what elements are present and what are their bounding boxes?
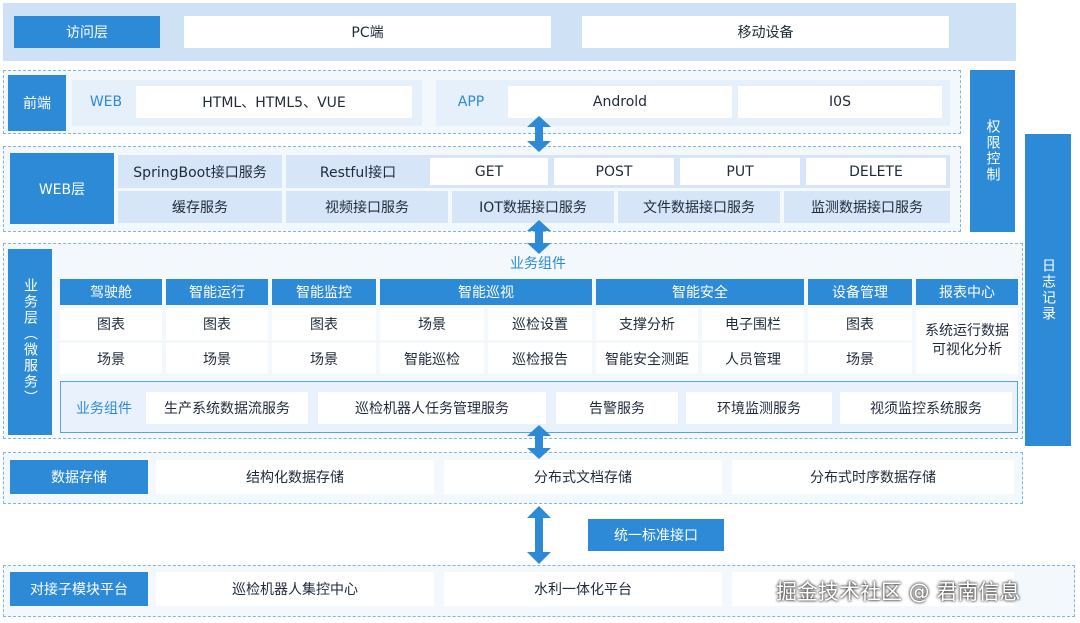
- method-delete: DELETE: [806, 158, 946, 185]
- docking-robot-control-center: 巡检机器人集控中心: [156, 572, 434, 606]
- file-data-interface-service: 文件数据接口服务: [618, 191, 780, 223]
- monitor-data-interface-service: 监测数据接口服务: [784, 191, 950, 223]
- iot-data-interface-service: IOT数据接口服务: [452, 191, 614, 223]
- module-smart-monitor-item: 图表: [272, 308, 376, 340]
- method-put: PUT: [680, 158, 800, 185]
- double-arrow-icon: [527, 220, 551, 254]
- frontend-web-label: WEB: [89, 94, 123, 110]
- docking-third-platform: [732, 572, 1014, 606]
- module-smart-patrol-item: 巡检设置: [488, 308, 592, 340]
- business-layer-side-label: 业务层（微服务）: [8, 249, 52, 435]
- storage-distributed-doc: 分布式文档存储: [444, 460, 722, 494]
- cache-service: 缓存服务: [118, 191, 282, 223]
- unified-interface-label: 统一标准接口: [588, 519, 724, 551]
- module-cockpit-item: 场景: [60, 343, 162, 374]
- component-env-monitor: 环境监测服务: [686, 392, 832, 424]
- module-smart-patrol-item: 巡检报告: [488, 343, 592, 374]
- module-smart-monitor-item: 场景: [272, 343, 376, 374]
- permission-control-label: 权限控制: [970, 70, 1015, 232]
- module-smart-monitor-header: 智能监控: [272, 279, 376, 305]
- watermark: 掘金技术社区 @ 君南信息: [776, 580, 1021, 604]
- module-cockpit-header: 驾驶舱: [60, 279, 162, 305]
- web-layer-label: WEB层: [10, 153, 114, 224]
- module-smart-safety-item: 智能安全测距: [596, 343, 698, 374]
- module-report-header: 报表中心: [916, 279, 1018, 305]
- log-record-label: 日志记录: [1025, 134, 1071, 446]
- storage-distributed-timeseries: 分布式时序数据存储: [732, 460, 1014, 494]
- module-smart-run-item: 场景: [166, 343, 268, 374]
- frontend-app-label: APP: [457, 94, 485, 110]
- method-post: POST: [554, 158, 674, 185]
- module-smart-patrol-item: 场景: [380, 308, 484, 340]
- module-smart-safety-item: 人员管理: [702, 343, 804, 374]
- business-components-label: 业务组件: [76, 401, 132, 417]
- access-pc: PC端: [184, 16, 551, 48]
- access-layer-label: 访问层: [14, 16, 160, 48]
- springboot-service: SpringBoot接口服务: [118, 155, 282, 188]
- component-video-monitor: 视须监控系统服务: [840, 392, 1012, 424]
- business-title: 业务组件: [510, 256, 566, 272]
- module-device-header: 设备管理: [808, 279, 912, 305]
- module-smart-safety-item: 支撑分析: [596, 308, 698, 340]
- video-interface-service: 视频接口服务: [286, 191, 448, 223]
- storage-label: 数据存储: [10, 460, 148, 494]
- module-smart-safety-header: 智能安全: [596, 279, 804, 305]
- method-get: GET: [430, 158, 548, 185]
- module-device-item: 场景: [808, 343, 912, 374]
- module-cockpit-item: 图表: [60, 308, 162, 340]
- docking-water-platform: 水利一体化平台: [444, 572, 722, 606]
- docking-label: 对接子模块平台: [10, 572, 148, 606]
- double-arrow-icon: [527, 506, 551, 564]
- component-alarm: 告警服务: [556, 392, 678, 424]
- module-smart-safety-item: 电子围栏: [702, 308, 804, 340]
- module-device-item: 图表: [808, 308, 912, 340]
- double-arrow-icon: [527, 425, 551, 459]
- restful-interface-label: Restful接口: [319, 164, 397, 181]
- frontend-ios: I0S: [738, 86, 942, 118]
- module-smart-run-item: 图表: [166, 308, 268, 340]
- component-robot-task-mgmt: 巡检机器人任务管理服务: [318, 392, 546, 424]
- module-report-item: 系统运行数据可视化分析: [916, 308, 1018, 374]
- component-production-dataflow: 生产系统数据流服务: [146, 392, 308, 424]
- access-mobile: 移动设备: [582, 16, 949, 48]
- module-smart-run-header: 智能运行: [166, 279, 268, 305]
- frontend-android: Androld: [508, 86, 732, 118]
- module-smart-patrol-header: 智能巡视: [380, 279, 592, 305]
- frontend-web-value: HTML、HTML5、VUE: [136, 86, 412, 118]
- frontend-label: 前端: [8, 75, 66, 131]
- double-arrow-icon: [527, 116, 551, 152]
- module-smart-patrol-item: 智能巡检: [380, 343, 484, 374]
- storage-structured: 结构化数据存储: [156, 460, 434, 494]
